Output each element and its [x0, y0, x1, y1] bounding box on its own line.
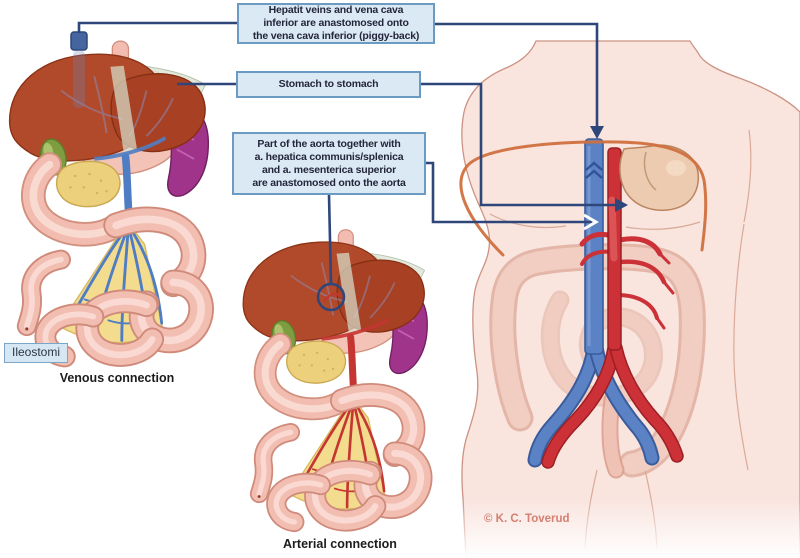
- venous-caption: Venous connection: [59, 371, 175, 385]
- arrowhead-right: [615, 198, 628, 212]
- iliac-arteries: [541, 341, 684, 469]
- annotation-circle: [316, 282, 346, 312]
- ileostomy-label: Ileostomi: [4, 343, 68, 363]
- aorta-graft-segment: [608, 196, 618, 262]
- torso-illustration: [440, 40, 800, 558]
- stomach-graft: [619, 144, 699, 211]
- hepatic-artery-stub: [322, 292, 342, 302]
- connector-hepatic-left: [77, 21, 237, 33]
- rectum-stub: [601, 391, 625, 479]
- vena-cava-inferior: [584, 138, 604, 355]
- copyright-credit: © K. C. Toverud: [484, 513, 570, 525]
- arrowhead-open-chevron: [583, 213, 599, 231]
- connector-aorta-down: [327, 194, 333, 285]
- arterial-illustration: [243, 230, 427, 522]
- callout-line: and a. mesenterica superior: [261, 163, 397, 176]
- hepatic-vein-anastomosis-chevrons: [585, 161, 603, 179]
- connector-stomach-right: [421, 82, 616, 207]
- callout-line: inferior are anastomosed onto: [263, 17, 409, 29]
- aorta: [541, 147, 684, 469]
- vena-cava-stub: [70, 31, 88, 51]
- venous-illustration: [10, 32, 209, 357]
- callout-line: a. hepatica communis/splenica: [254, 150, 404, 163]
- arterial-caption: Arterial connection: [283, 537, 397, 551]
- callout-stomach: Stomach to stomach: [236, 71, 421, 98]
- vena-cava-shadow: [73, 50, 85, 108]
- callout-line: Hepatit veins and vena cava: [268, 4, 404, 16]
- callout-line: Stomach to stomach: [278, 78, 379, 90]
- feeding-tube: [459, 140, 708, 257]
- callout-aorta: Part of the aorta together with a. hepat…: [232, 132, 426, 195]
- colon-faint: [489, 243, 706, 478]
- callout-hepatic-veins: Hepatit veins and vena cava inferior are…: [237, 3, 435, 44]
- callout-line: the vena cava inferior (piggy-back): [252, 30, 420, 42]
- bottom-fade: [440, 498, 800, 558]
- connector-hepatic-right: [435, 22, 599, 127]
- arrowhead-down: [590, 126, 604, 139]
- annotation-connectors: [77, 21, 616, 285]
- callout-line: are anastomosed onto the aorta: [252, 176, 406, 189]
- connector-aorta-right: [426, 161, 592, 224]
- callout-line: Part of the aorta together with: [257, 137, 401, 150]
